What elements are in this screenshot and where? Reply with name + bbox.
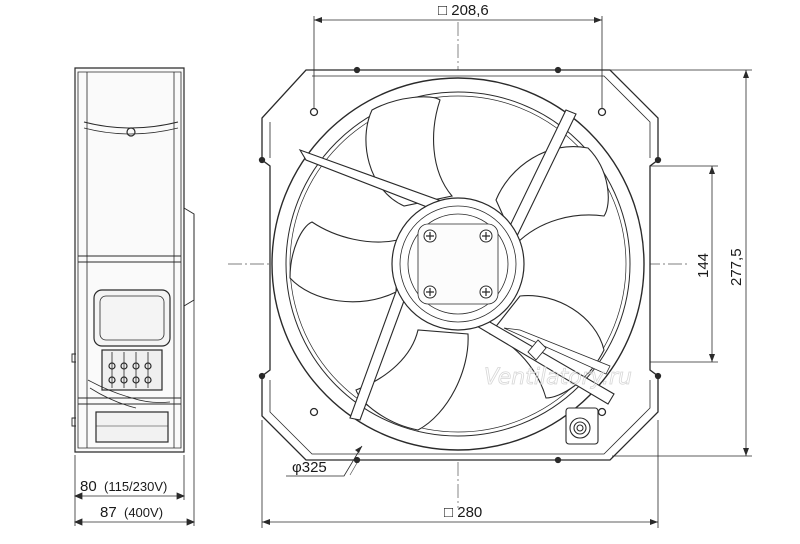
blade-bottom xyxy=(355,329,469,431)
depth-dimension-note-2: (400V) xyxy=(124,505,163,520)
dimension-arrowheads xyxy=(262,17,749,525)
height-dimension-inner: 144 xyxy=(695,253,712,278)
side-view xyxy=(71,67,195,453)
cable-gland xyxy=(527,339,599,445)
side-view-dimension-lines xyxy=(73,300,196,526)
fan-hub xyxy=(391,197,525,331)
depth-dimension-label-1: 80 xyxy=(80,478,97,495)
hub-screws xyxy=(423,229,493,299)
front-dimension-lines xyxy=(261,16,752,528)
width-dimension-top: □ 208,6 xyxy=(438,2,489,19)
watermark: Ventilatory.ru xyxy=(484,365,632,390)
height-dimension-outer: 277,5 xyxy=(728,248,745,286)
depth-dimension-label-2: 87 xyxy=(100,504,117,521)
diameter-dimension: φ325 xyxy=(292,459,327,476)
blade-top xyxy=(365,96,454,207)
width-dimension-bottom: □ 280 xyxy=(444,504,482,521)
blade-left xyxy=(289,221,399,303)
support-struts xyxy=(298,109,615,421)
depth-dimension-note-1: (115/230V) xyxy=(104,479,167,494)
